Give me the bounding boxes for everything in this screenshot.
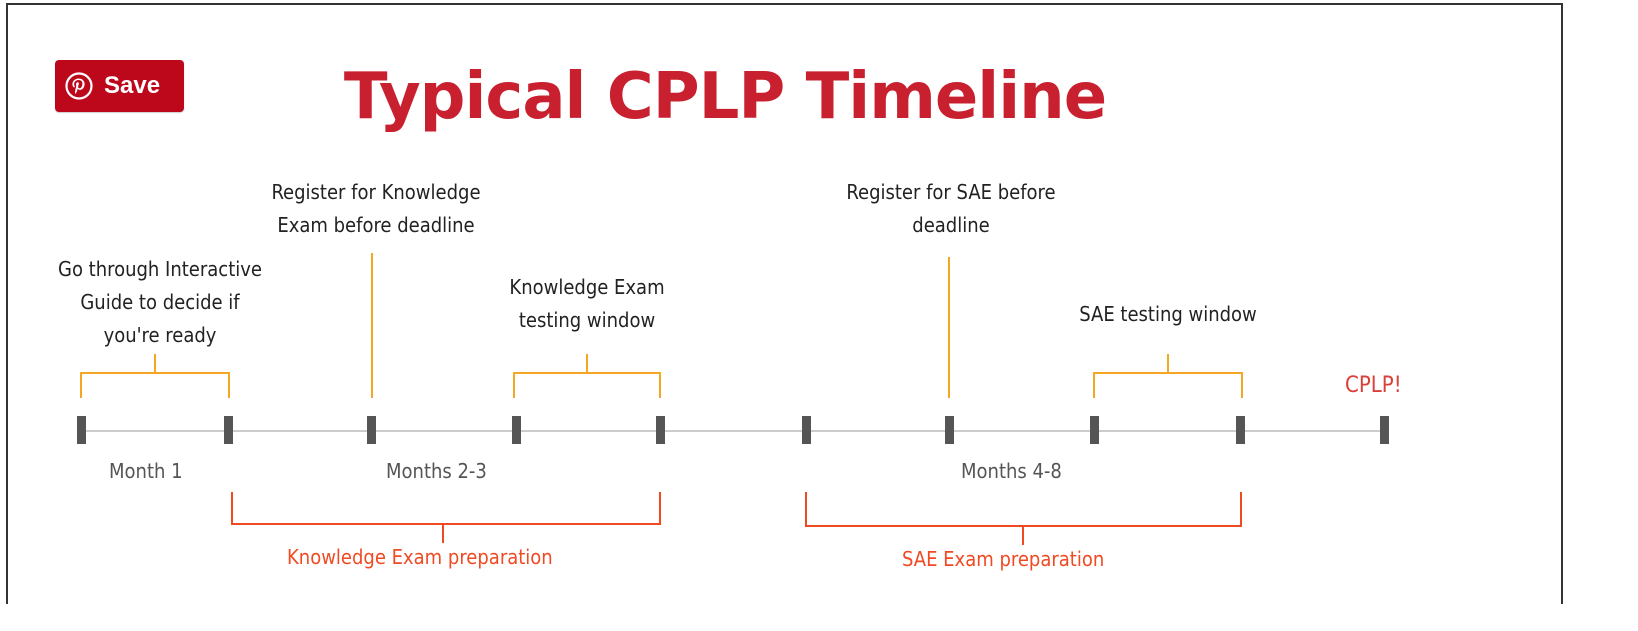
- label-register-knowledge: Register for Knowledge Exam before deadl…: [271, 180, 481, 237]
- label-knowledge-prep: Knowledge Exam preparation: [287, 545, 553, 569]
- bracket-knowledge-window: [513, 354, 661, 398]
- label-register-sae: Register for SAE before deadline: [846, 180, 1056, 237]
- pinterest-icon: [65, 72, 93, 100]
- bracket-knowledge-prep: [231, 492, 661, 543]
- bracket-sae-window: [1093, 354, 1243, 398]
- save-label: Save: [104, 72, 161, 99]
- page-title: Typical CPLP Timeline: [343, 60, 1107, 134]
- tick-4: [512, 416, 521, 444]
- tick-9: [1236, 416, 1245, 444]
- label-knowledge-window: Knowledge Exam testing window: [509, 275, 665, 332]
- bracket-interactive-guide: [80, 354, 230, 398]
- month-label-4-8: Months 4-8: [961, 459, 1062, 483]
- bracket-sae-prep: [805, 492, 1242, 545]
- month-label-1: Month 1: [109, 459, 183, 483]
- tick-7: [945, 416, 954, 444]
- tick-10: [1380, 416, 1389, 444]
- tick-8: [1090, 416, 1099, 444]
- tick-3: [367, 416, 376, 444]
- tick-1: [77, 416, 86, 444]
- pinterest-save-button[interactable]: Save: [55, 60, 184, 112]
- label-cplp: CPLP!: [1345, 373, 1402, 398]
- tick-6: [802, 416, 811, 444]
- month-label-2-3: Months 2-3: [386, 459, 487, 483]
- label-sae-window: SAE testing window: [1079, 302, 1257, 326]
- diagram-frame: [6, 3, 1563, 604]
- label-interactive-guide: Go through Interactive Guide to decide i…: [58, 257, 262, 347]
- tick-5: [656, 416, 665, 444]
- tick-2: [224, 416, 233, 444]
- label-sae-prep: SAE Exam preparation: [902, 547, 1105, 571]
